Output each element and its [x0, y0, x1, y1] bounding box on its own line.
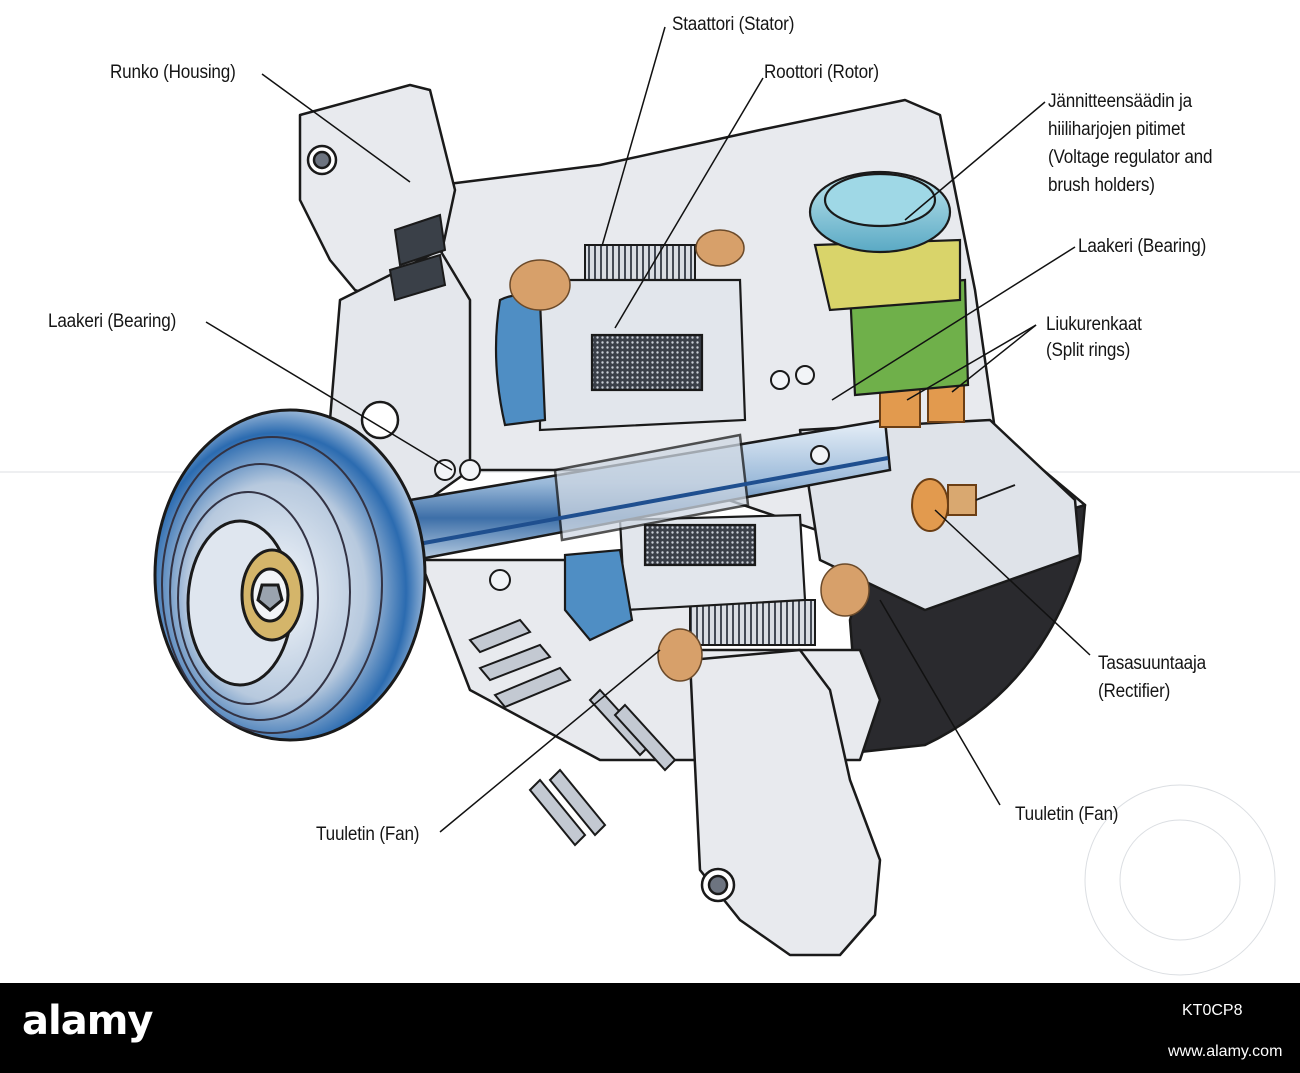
- label-rotor: Roottori (Rotor): [764, 62, 879, 83]
- leader-rotor: [614, 77, 764, 329]
- label-fan-left: Tuuletin (Fan): [316, 824, 420, 845]
- leader-bearing-left: [205, 321, 453, 471]
- label-split-rings: Liukurenkaat (Split rings): [1046, 312, 1142, 364]
- voltage-regulator: [808, 170, 970, 397]
- label-split-rings-line-1: Liukurenkaat: [1046, 314, 1142, 335]
- label-bearing-left: Laakeri (Bearing): [48, 311, 177, 332]
- leader-split-rings-b: [906, 324, 1037, 401]
- label-split-rings-line-2: (Split rings): [1046, 340, 1131, 361]
- label-regulator-line-1: Jännitteensäädin ja: [1048, 91, 1192, 112]
- label-rectifier-line-1: Tasasuuntaaja: [1098, 653, 1206, 674]
- label-fan-right: Tuuletin (Fan): [1015, 804, 1119, 825]
- label-regulator-line-3: (Voltage regulator and: [1048, 147, 1213, 168]
- leader-rectifier: [934, 509, 1091, 656]
- label-regulator-line-2: hiiliharjojen pitimet: [1048, 119, 1185, 140]
- vent-slots: [388, 213, 677, 847]
- label-stator: Staattori (Stator): [672, 14, 795, 35]
- leader-bearing-right: [831, 246, 1076, 401]
- label-housing: Runko (Housing): [110, 62, 236, 83]
- label-regulator: Jännitteensäädin ja hiiliharjojen pitime…: [1048, 88, 1212, 200]
- rotor: [494, 278, 807, 642]
- bearings: [434, 365, 830, 591]
- leader-fan-left: [439, 649, 661, 833]
- leader-lines: [205, 26, 1091, 833]
- rectifier: [911, 478, 1016, 532]
- alternator-illustration: [0, 26, 1300, 976]
- leader-stator: [601, 26, 666, 247]
- label-regulator-line-4: brush holders): [1048, 175, 1155, 196]
- watermark-image-id: KT0CP8: [1182, 1002, 1243, 1019]
- watermark-site: www.alamy.com: [1168, 1043, 1283, 1060]
- leader-fan-right: [879, 599, 1001, 806]
- leader-housing: [261, 73, 411, 183]
- copper-windings: [509, 229, 870, 682]
- pulley: [153, 408, 427, 742]
- watermark-brand: alamy: [22, 998, 153, 1044]
- label-rectifier: Tasasuuntaaja (Rectifier): [1098, 650, 1206, 706]
- alternator-cutaway-diagram: Staattori (Stator) Runko (Housing) Roott…: [0, 14, 1300, 976]
- leader-split-rings-a: [951, 324, 1037, 393]
- label-bearing-right: Laakeri (Bearing): [1078, 236, 1207, 257]
- watermark-footer: [0, 983, 1300, 1073]
- label-rectifier-line-2: (Rectifier): [1098, 681, 1171, 702]
- leader-regulator: [904, 101, 1046, 221]
